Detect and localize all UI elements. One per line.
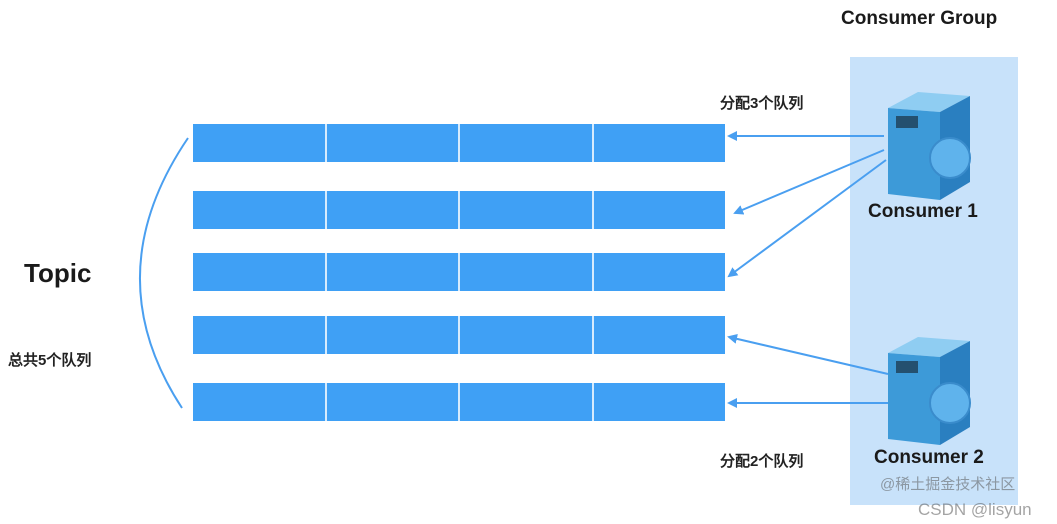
queue-segment [193,316,327,354]
queue-segment [593,253,725,291]
queue-bar [193,124,725,162]
watermark-juejin: @稀土掘金技术社区 [880,476,1016,493]
queue-segment [593,316,725,354]
server-icon [888,337,971,445]
queue-segment [460,316,594,354]
queue-segment [326,316,460,354]
queue-segment [460,253,594,291]
queue-bar [193,316,725,354]
queue-bar [193,253,725,291]
consumer-2-assigned-label: 分配2个队列 [720,453,804,470]
watermark-csdn: CSDN @lisyun [918,500,1032,519]
queue-segment [326,253,460,291]
queue-segment [193,253,327,291]
queue-bar [193,383,725,421]
consumer-1-assigned-label: 分配3个队列 [720,95,804,112]
queue-segment [326,191,460,229]
topic-bracket-arc [139,137,189,409]
arrow-c1-q2 [733,149,885,215]
queue-segment [326,383,460,421]
queue-segment [593,191,725,229]
queue-segment [193,191,327,229]
consumer-group-title: Consumer Group [841,8,998,29]
queue-total-label: 总共5个队列 [8,352,92,369]
queue-segment [193,383,327,421]
queue-segment [460,383,594,421]
consumer-2-name: Consumer 2 [874,447,984,468]
arrow-c1-q3 [727,159,887,278]
queue-segment [193,124,327,162]
queue-segment [593,124,725,162]
arrow-c2-q4 [727,333,889,375]
queue-bar [193,191,725,229]
queue-segment [593,383,725,421]
queue-segment [460,124,594,162]
queue-segment [326,124,460,162]
consumer-1-name: Consumer 1 [868,201,978,222]
topic-label: Topic [24,258,92,288]
server-icon [888,92,971,200]
queue-segment [460,191,594,229]
